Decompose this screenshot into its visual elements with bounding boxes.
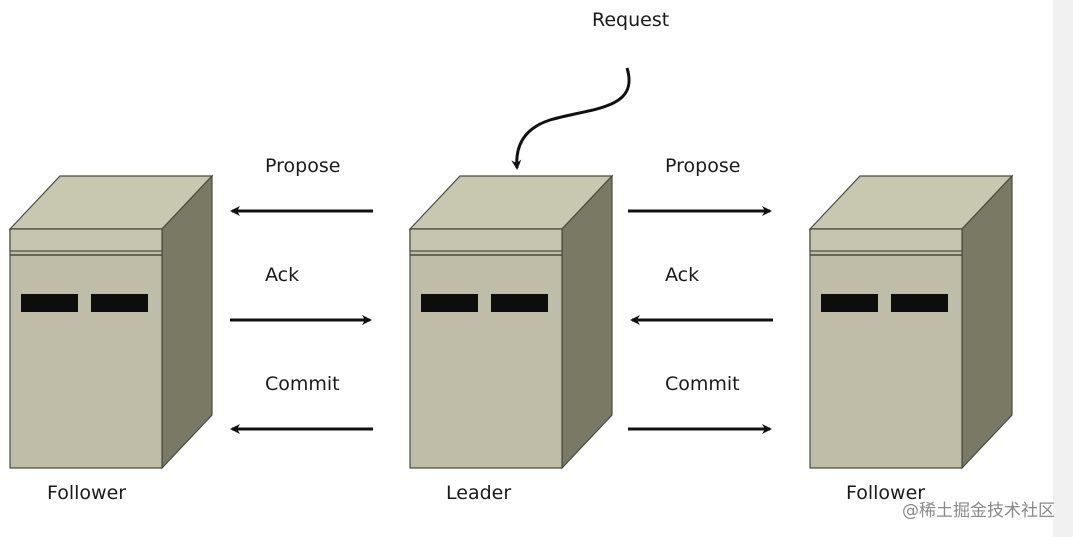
label-ack-left: Ack <box>265 264 300 286</box>
request-arrow <box>511 67 631 170</box>
drive-slot <box>891 294 948 312</box>
label-propose-right: Propose <box>665 155 741 177</box>
server-leader <box>408 174 614 470</box>
node-label-leader: Leader <box>446 482 512 504</box>
label-commit-right: Commit <box>665 373 740 395</box>
node-label-follower-right: Follower <box>846 482 926 504</box>
label-propose-left: Propose <box>265 155 341 177</box>
node-label-follower-left: Follower <box>47 482 127 504</box>
drive-slot <box>21 294 78 312</box>
label-ack-right: Ack <box>665 264 700 286</box>
server-follower-right <box>808 174 1014 470</box>
drive-slot <box>421 294 478 312</box>
drive-slot <box>491 294 548 312</box>
right-edge-strip <box>1053 0 1073 537</box>
server-follower-left <box>8 174 214 470</box>
watermark: @稀土掘金技术社区 <box>902 501 1055 521</box>
request-label: Request <box>592 9 670 31</box>
drive-slot <box>91 294 148 312</box>
label-commit-left: Commit <box>265 373 340 395</box>
drive-slot <box>821 294 878 312</box>
